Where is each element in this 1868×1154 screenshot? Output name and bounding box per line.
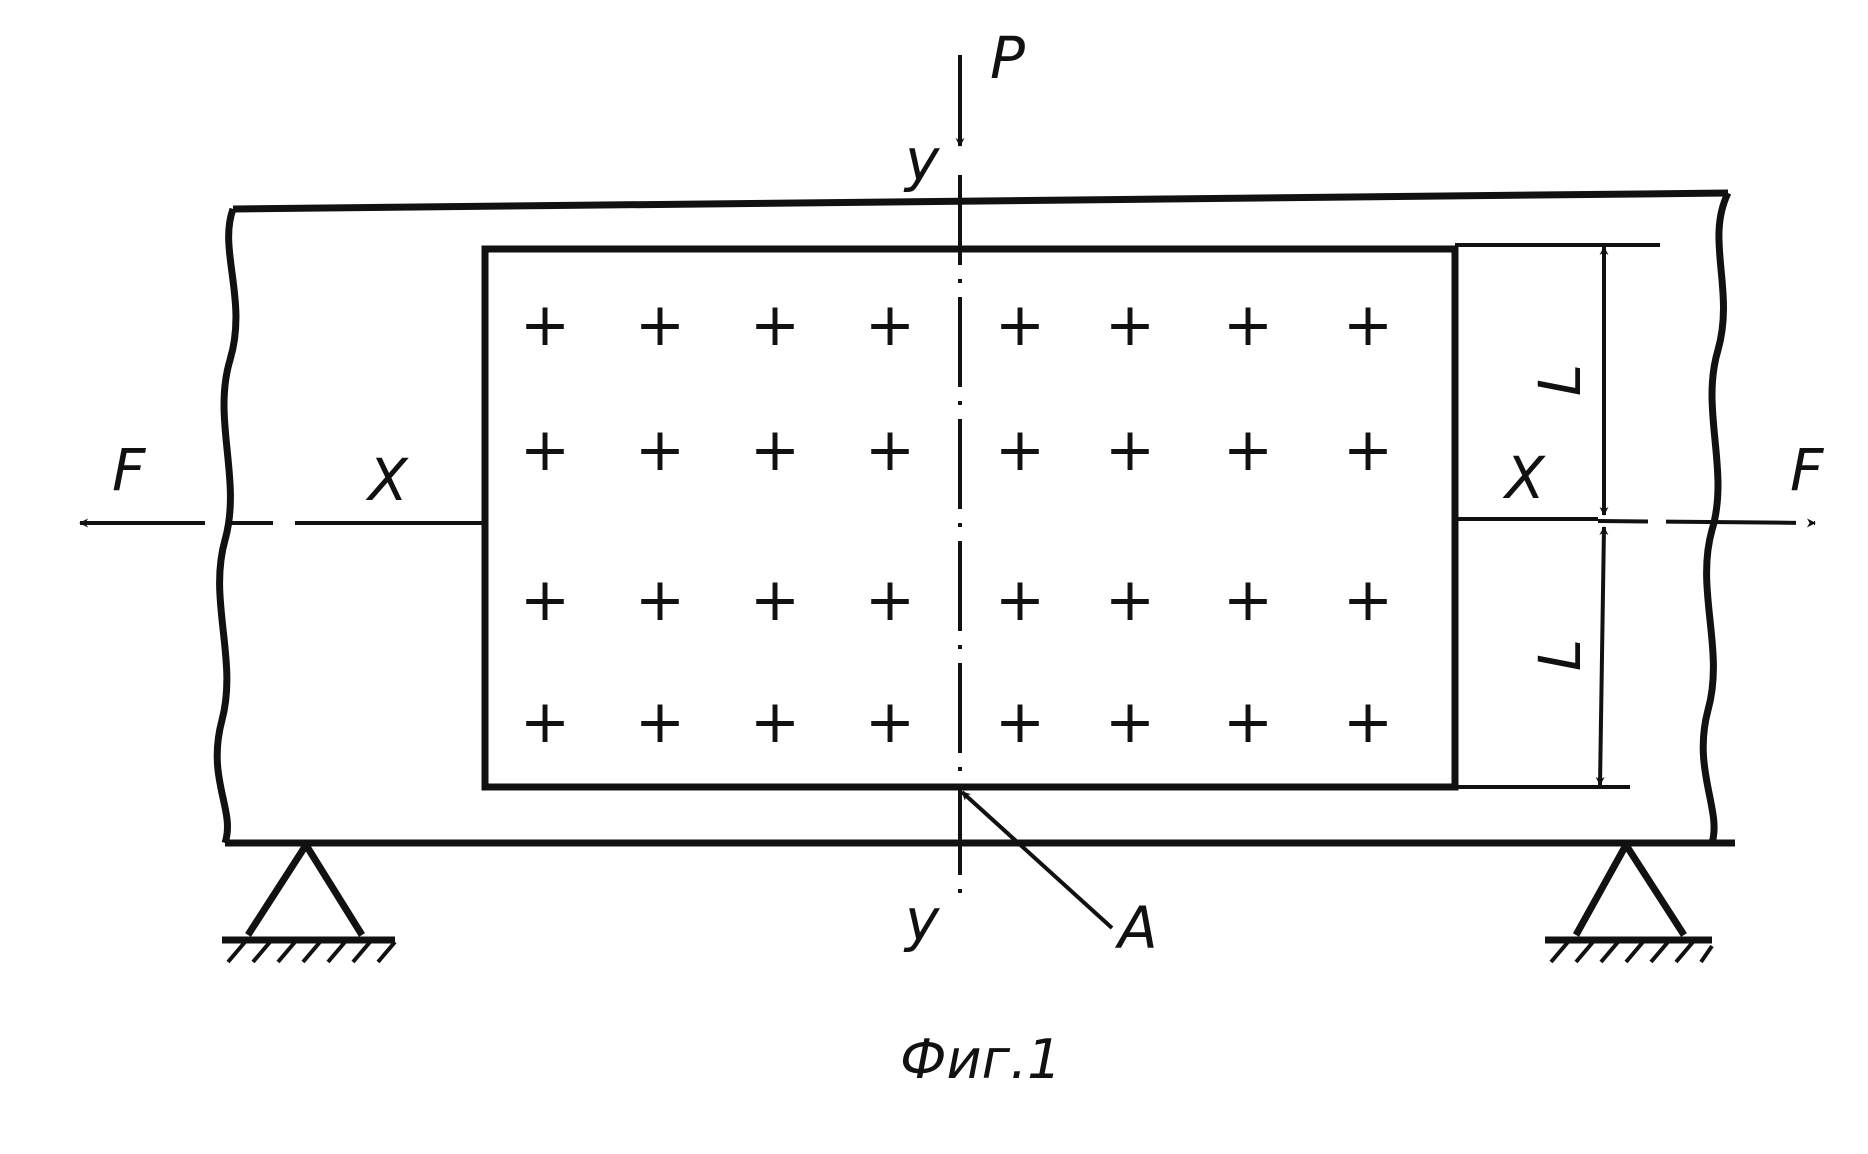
axis-x [80,519,1815,523]
point-a-label: A [1114,894,1158,962]
leader-line [962,792,1112,928]
plus-mark: + [995,290,1045,360]
force-left-label: F [112,436,147,504]
plus-mark: + [1105,290,1155,360]
plus-mark: + [995,687,1045,757]
plus-mark: + [1343,415,1393,485]
dimensions [1455,245,1660,787]
point-a-leader [962,792,1112,928]
dim-upper-label: L [1526,364,1594,396]
dim-lower-line [1600,527,1604,785]
plus-mark: + [1343,565,1393,635]
plus-mark: + [750,687,800,757]
plus-mark: + [865,415,915,485]
plus-mark: + [865,687,915,757]
plus-mark: + [865,565,915,635]
support-right-triangle [1576,845,1684,935]
plus-mark: + [995,565,1045,635]
plus-mark: + [635,290,685,360]
plus-mark: + [1343,290,1393,360]
figure-caption: Фиг.1 [900,1028,1061,1091]
plus-mark: + [520,290,570,360]
support-right [1545,845,1712,962]
plus-mark: + [750,290,800,360]
beam-right-break [1703,193,1728,843]
load-label: P [990,24,1025,92]
dim-lower-label: L [1526,639,1594,671]
support-left [222,845,395,962]
plus-mark: + [1223,290,1273,360]
force-right-label: F [1790,436,1825,504]
axis-x-left-label: X [365,446,409,514]
plus-mark: + [635,415,685,485]
plus-mark: + [520,415,570,485]
plus-mark: + [750,565,800,635]
plus-mark: + [1105,415,1155,485]
plus-mark: + [1223,687,1273,757]
axis-y-top-label: y [903,126,940,194]
plus-mark: + [1105,565,1155,635]
plus-mark: + [865,290,915,360]
plus-mark: + [635,565,685,635]
support-right-hatch [1551,942,1712,962]
plus-mark: + [1223,415,1273,485]
axis-y-bottom-label: y [903,886,940,954]
plus-grid: + + + + + + + + + + + + + + + + + + + + + + + + + + + + + + + + [520,290,1393,757]
plus-mark: + [635,687,685,757]
plate [485,249,1455,787]
plus-mark: + [520,565,570,635]
beam-left-break [217,209,236,843]
beam-top-edge [233,193,1728,209]
plus-mark: + [1105,687,1155,757]
plus-mark: + [750,415,800,485]
plus-mark: + [1223,565,1273,635]
support-left-hatch [228,942,395,962]
plus-mark: + [995,415,1045,485]
plate-outline [485,249,1455,787]
plus-mark: + [1343,687,1393,757]
support-left-triangle [248,845,362,935]
force-right-arrow [1598,521,1815,523]
axis-x-right-label: X [1502,444,1546,512]
plus-mark: + [520,687,570,757]
